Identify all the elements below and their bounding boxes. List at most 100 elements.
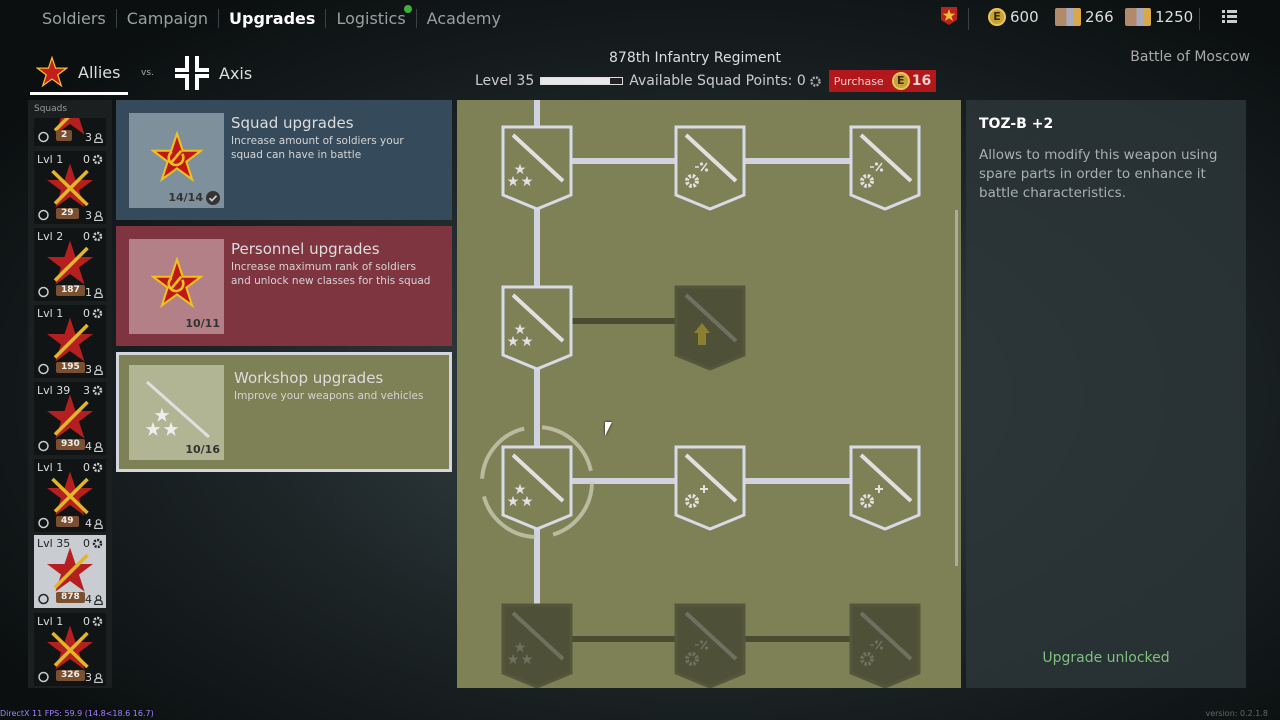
soldier-icon [94, 672, 103, 683]
faction-allies[interactable]: Allies [36, 56, 120, 88]
squad-emblem-icon [53, 118, 85, 135]
menu-icon[interactable] [1222, 10, 1237, 23]
upgrade-progress-value: 10/11 [185, 317, 220, 330]
upgrade-node[interactable] [849, 125, 921, 211]
squad-size: 4 [85, 440, 103, 453]
squad-upgrades-card[interactable]: 14/14 Squad upgrades Increase amount of … [116, 100, 452, 220]
tab-academy[interactable]: Academy [426, 8, 501, 28]
fps-counter: DirectX 11 FPS: 59.9 (14.8<18.6 16.7) [0, 709, 154, 718]
upgrade-node[interactable] [674, 125, 746, 211]
upgrade-node[interactable] [849, 445, 921, 531]
squad-level: Lvl 39 [37, 384, 71, 397]
squad-points-value: 0 [83, 615, 90, 628]
squad-class-icon [38, 593, 49, 605]
squad-number: 187 [56, 285, 85, 296]
upgrade-node[interactable] [674, 445, 746, 531]
squad-level: Lvl 35 [37, 537, 71, 550]
squad-class-icon [38, 209, 49, 221]
soviet-star-icon [36, 56, 68, 88]
squad-number: 930 [56, 439, 85, 450]
upgrade-node[interactable] [501, 603, 573, 688]
soldier-icon [94, 287, 103, 298]
rifle-stars-icon [507, 453, 565, 507]
tab-upgrades[interactable]: Upgrades [219, 8, 327, 28]
squad-points: 0 [83, 307, 103, 320]
weapon-orders-icon [1055, 8, 1081, 26]
upgrade-node[interactable] [501, 445, 573, 531]
squad-point-icon [92, 308, 103, 319]
rifle-discount-icon [859, 611, 913, 666]
weapon-orders-counter: 266 [1055, 6, 1114, 28]
level-label: Level 35 [475, 73, 535, 89]
squad-class-icon [38, 363, 49, 375]
purchase-label: Purchase [833, 74, 884, 88]
rifle-discount-icon [684, 611, 738, 666]
smg-discount-icon [684, 133, 738, 188]
squad-level: Lvl 1 [37, 153, 64, 166]
detail-status: Upgrade unlocked [1042, 650, 1170, 666]
upgrade-progress: 10/11 [185, 317, 220, 331]
active-faction-underline [30, 92, 128, 95]
upgrade-progress: 10/16 [185, 443, 220, 457]
squad-point-icon [92, 616, 103, 627]
squad-size: 1 [85, 286, 103, 299]
squad-emblem-icon [47, 317, 93, 362]
regiment-name: 878th Infantry Regiment [609, 50, 781, 66]
upgrade-node[interactable] [501, 125, 573, 211]
upgrade-node[interactable] [849, 603, 921, 688]
upgrade-thumbnail: 10/11 [129, 239, 224, 334]
squad-size-value: 3 [85, 671, 92, 684]
squad-size-value: 3 [85, 131, 92, 144]
rifle-stars-icon [507, 611, 565, 665]
rank-badge-icon[interactable] [941, 7, 957, 25]
squad-points-value: 0 [83, 307, 90, 320]
squad-points: 0 [83, 537, 103, 550]
upgrade-node[interactable] [501, 285, 573, 371]
squad-level: Lvl 1 [37, 461, 64, 474]
vs-label: vs. [141, 68, 154, 78]
squad-points-value: 0 [83, 537, 90, 550]
smg-discount-icon [859, 133, 913, 188]
tab-logistics[interactable]: Logistics [326, 4, 417, 28]
squad-level: Lvl 1 [37, 615, 64, 628]
squad-emblem-icon [47, 547, 93, 592]
main-nav: Soldiers Campaign Upgrades Logistics Aca… [32, 4, 511, 32]
upgrade-title: Workshop upgrades [234, 369, 384, 387]
squad-size-value: 3 [85, 363, 92, 376]
soldier-icon [94, 441, 103, 452]
tab-soldiers[interactable]: Soldiers [32, 8, 117, 28]
smg-upgrade-icon [684, 293, 738, 345]
squad-class-icon [38, 131, 49, 143]
squad-points-label: Available Squad Points: 0 [629, 73, 806, 89]
squad-size-value: 4 [85, 593, 92, 606]
tab-campaign[interactable]: Campaign [117, 8, 220, 28]
rifle-gear-plus-icon [859, 453, 913, 508]
squad-number: 878 [56, 592, 85, 603]
personnel-upgrades-card[interactable]: 10/11 Personnel upgrades Increase maximu… [116, 226, 452, 346]
workshop-upgrades-card[interactable]: 10/16 Workshop upgrades Improve your wea… [116, 352, 452, 472]
rifle-stars-icon [145, 380, 210, 439]
squad-size: 3 [85, 131, 103, 144]
upgrade-node[interactable] [674, 285, 746, 371]
divider [968, 8, 969, 30]
squad-points: 3 [83, 384, 103, 397]
squad-points: 0 [83, 230, 103, 243]
squad-point-icon [92, 462, 103, 473]
tree-scrollbar[interactable] [955, 210, 958, 566]
squad-class-icon [38, 517, 49, 529]
upgrade-node[interactable] [674, 603, 746, 688]
squad-size-value: 3 [85, 209, 92, 222]
smg-stars-icon [507, 293, 565, 347]
faction-axis[interactable]: Axis [175, 56, 252, 90]
